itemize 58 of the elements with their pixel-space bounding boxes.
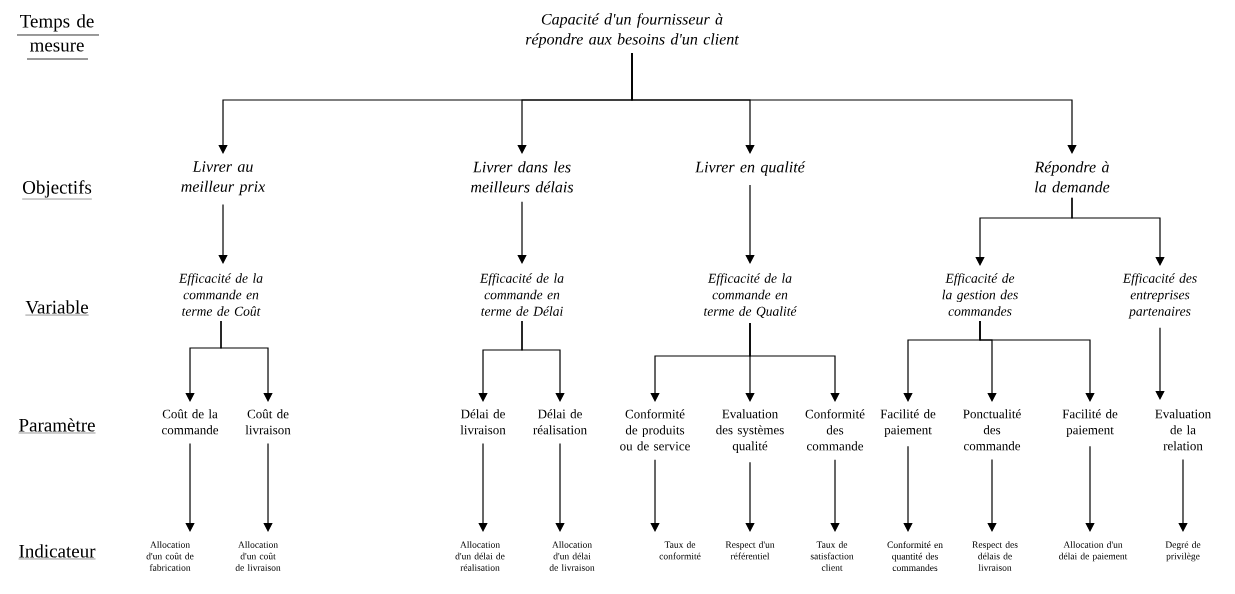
arrow bbox=[749, 322, 840, 402]
indicator-text: Taux de conformité bbox=[659, 541, 701, 560]
variable-text: Efficacité des entreprises partenaires bbox=[1122, 273, 1197, 319]
arrow bbox=[263, 442, 273, 532]
parameter-text: Ponctualité des commande bbox=[963, 409, 1021, 451]
row-heading: Paramètre bbox=[18, 418, 96, 434]
arrow bbox=[218, 203, 228, 264]
arrow bbox=[987, 458, 997, 532]
indicator-text: Conformité en quantité des commandes bbox=[887, 541, 943, 571]
variable-text: Efficacité de la commande en terme de Délai bbox=[479, 273, 564, 316]
arrow bbox=[220, 320, 273, 402]
indicator-text: Allocation d'un coût de fabrication bbox=[146, 541, 194, 571]
parameter-text: Evaluation de la relation bbox=[1155, 409, 1211, 451]
indicator-text: Allocation d'un délai de réalisation bbox=[455, 541, 505, 571]
arrow bbox=[555, 442, 565, 532]
arrow bbox=[745, 461, 755, 532]
indicator-text: Allocation d'un délai de livraison bbox=[549, 541, 595, 571]
indicator-text: Respect des délais de livraison bbox=[972, 541, 1018, 571]
indicator-text: Taux de satisfaction client bbox=[810, 541, 854, 571]
arrow bbox=[631, 52, 1077, 154]
parameter-text: Délai de livraison bbox=[460, 409, 506, 435]
objective-text: Livrer au meilleur prix bbox=[181, 161, 266, 196]
arrow bbox=[903, 445, 913, 532]
parameter-text: Délai de réalisation bbox=[533, 409, 587, 435]
arrow bbox=[650, 459, 660, 532]
parameter-text: Facilité de paiement bbox=[880, 409, 936, 437]
indicator-text: Allocation d'un coût de livraison bbox=[235, 541, 281, 571]
arrow bbox=[517, 201, 527, 264]
indicator-text: Respect d'un référentiel bbox=[725, 541, 775, 560]
indicator-text: Degré de privilège bbox=[1165, 541, 1201, 562]
row-heading: Variable bbox=[25, 300, 89, 316]
arrow bbox=[1085, 445, 1095, 532]
parameter-text: Conformité des commande bbox=[805, 409, 865, 451]
variable-text: Efficacité de la gestion des commandes bbox=[942, 273, 1018, 316]
objective-text: Livrer dans les meilleurs délais bbox=[471, 161, 574, 193]
indicator-text: Allocation d'un délai de paiement bbox=[1059, 541, 1128, 562]
parameter-text: Coût de la commande bbox=[162, 409, 219, 435]
arrow bbox=[830, 459, 840, 532]
arrow bbox=[185, 442, 195, 532]
objective-text: Répondre à la demande bbox=[1034, 161, 1110, 193]
arrow bbox=[745, 184, 755, 264]
goal-text: Capacité d'un fournisseur à répondre aux besoins d'un client bbox=[525, 13, 740, 48]
row-heading: Temps de mesure bbox=[16, 14, 100, 60]
arrow bbox=[478, 442, 488, 532]
parameter-text: Coût de livraison bbox=[245, 409, 291, 435]
objective-text: Livrer en qualité bbox=[695, 161, 806, 176]
row-heading: Objectifs bbox=[22, 180, 93, 200]
variable-text: Efficacité de la commande en terme de Qualité bbox=[704, 273, 797, 318]
arrow bbox=[1155, 327, 1165, 400]
arrow bbox=[1178, 458, 1188, 532]
variable-text: Efficacité de la commande en terme de Coût bbox=[178, 273, 263, 316]
arrow bbox=[521, 320, 565, 402]
arrow bbox=[1071, 197, 1165, 266]
row-heading: Indicateur bbox=[18, 544, 96, 560]
parameter-text: Evaluation des systèmes qualité bbox=[716, 409, 784, 453]
parameter-text: Conformité de produits ou de service bbox=[620, 409, 690, 451]
arrow bbox=[979, 320, 1095, 402]
parameter-text: Facilité de paiement bbox=[1062, 409, 1118, 437]
